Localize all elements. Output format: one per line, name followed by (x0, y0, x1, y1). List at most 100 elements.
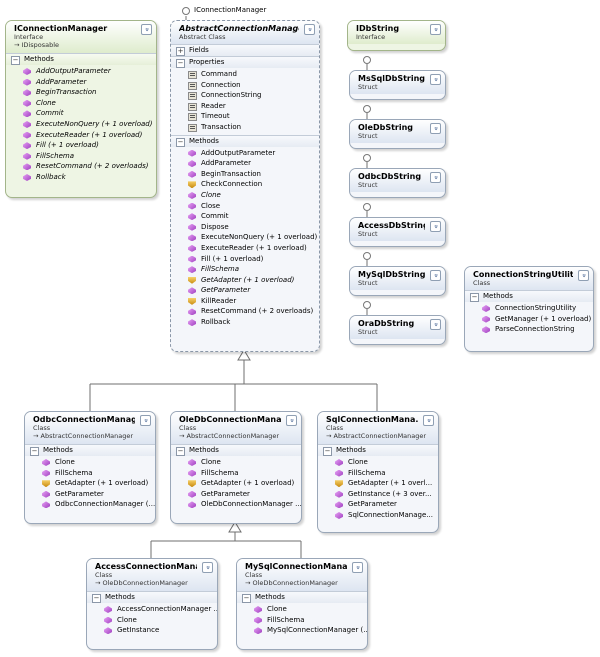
member-item[interactable]: KillReader (171, 296, 319, 307)
member-item[interactable]: Commit (6, 108, 156, 119)
collapse-icon[interactable]: − (176, 137, 185, 147)
member-item[interactable]: AddOutputParameter (6, 66, 156, 77)
member-item[interactable]: Rollback (6, 172, 156, 183)
member-item[interactable]: GetAdapter (+ 1 overl... (318, 478, 438, 489)
collapse-icon[interactable]: − (323, 447, 332, 456)
member-item[interactable]: FillSchema (25, 468, 155, 479)
collapse-chevron-icon[interactable]: » (430, 24, 441, 35)
collapse-chevron-icon[interactable]: » (304, 24, 315, 35)
member-item[interactable]: OleDbConnectionManager ... (171, 499, 301, 510)
collapse-chevron-icon[interactable]: » (202, 562, 213, 573)
member-item[interactable]: Command (171, 69, 319, 80)
member-item[interactable]: CheckConnection (171, 179, 319, 190)
member-item[interactable]: ExecuteNonQuery (+ 1 overload) (171, 232, 319, 243)
collapse-icon[interactable]: − (242, 594, 251, 603)
section-header[interactable]: −Properties (171, 57, 319, 68)
collapse-chevron-icon[interactable]: » (352, 562, 363, 573)
member-item[interactable]: ConnectionStringUtility (465, 303, 593, 314)
section-header[interactable]: −Methods (6, 54, 156, 65)
member-item[interactable]: Clone (171, 190, 319, 201)
member-item[interactable]: BeginTransaction (6, 87, 156, 98)
member-item[interactable]: GetInstance (87, 625, 217, 636)
collapse-icon[interactable]: − (176, 447, 185, 456)
collapse-chevron-icon[interactable]: » (430, 319, 441, 330)
member-item[interactable]: ResetCommand (+ 2 overloads) (6, 161, 156, 172)
member-item[interactable]: FillSchema (171, 264, 319, 275)
member-item[interactable]: BeginTransaction (171, 169, 319, 180)
collapse-chevron-icon[interactable]: » (430, 74, 441, 85)
member-item[interactable]: GetParameter (171, 285, 319, 296)
collapse-icon[interactable]: − (176, 59, 185, 68)
member-item[interactable]: Fill (+ 1 overload) (6, 140, 156, 151)
member-item[interactable]: GetManager (+ 1 overload) (465, 314, 593, 325)
member-item[interactable]: Clone (318, 457, 438, 468)
collapse-chevron-icon[interactable]: » (423, 415, 434, 426)
member-item[interactable]: ExecuteReader (+ 1 overload) (171, 243, 319, 254)
member-item[interactable]: GetAdapter (+ 1 overload) (25, 478, 155, 489)
member-item[interactable]: Dispose (171, 222, 319, 233)
class-box-sql[interactable]: SqlConnectionMana...Class→ AbstractConne… (317, 411, 439, 533)
expand-icon[interactable]: + (176, 47, 185, 56)
collapse-chevron-icon[interactable]: » (578, 270, 589, 281)
member-item[interactable]: Commit (171, 211, 319, 222)
collapse-icon[interactable]: − (30, 447, 39, 456)
member-item[interactable]: ExecuteReader (+ 1 overload) (6, 130, 156, 141)
member-item[interactable]: Clone (87, 615, 217, 626)
member-item[interactable]: AddParameter (6, 77, 156, 88)
collapse-chevron-icon[interactable]: » (430, 221, 441, 232)
member-item[interactable]: Transaction (171, 122, 319, 133)
collapse-chevron-icon[interactable]: » (286, 415, 297, 426)
member-item[interactable]: FillSchema (6, 151, 156, 162)
section-header[interactable]: −Methods (87, 592, 217, 603)
section-header[interactable]: +Fields (171, 45, 319, 56)
member-item[interactable]: Clone (6, 98, 156, 109)
member-item[interactable]: Close (171, 201, 319, 212)
collapse-chevron-icon[interactable]: » (430, 270, 441, 281)
member-item[interactable]: Clone (237, 604, 367, 615)
section-header[interactable]: −Methods (25, 445, 155, 456)
member-item[interactable]: GetParameter (171, 489, 301, 500)
member-item[interactable]: Fill (+ 1 overload) (171, 254, 319, 265)
collapse-chevron-icon[interactable]: » (140, 415, 151, 426)
member-item[interactable]: FillSchema (171, 468, 301, 479)
collapse-icon[interactable]: − (470, 293, 479, 302)
member-item[interactable]: FillSchema (237, 615, 367, 626)
member-item[interactable]: ParseConnectionString (465, 324, 593, 335)
member-item[interactable]: Rollback (171, 317, 319, 328)
member-item[interactable]: GetParameter (318, 499, 438, 510)
class-box-access[interactable]: AccessConnectionManagerClass→ OleDbConne… (86, 558, 218, 650)
member-item[interactable]: Clone (25, 457, 155, 468)
member-item[interactable]: AddParameter (171, 158, 319, 169)
collapse-icon[interactable]: − (92, 594, 101, 603)
member-item[interactable]: AddOutputParameter (171, 148, 319, 159)
member-item[interactable]: ConnectionString (171, 90, 319, 101)
member-item[interactable]: Connection (171, 80, 319, 91)
section-header[interactable]: −Methods (237, 592, 367, 603)
member-item[interactable]: OdbcConnectionManager (... (25, 499, 155, 510)
member-item[interactable]: GetAdapter (+ 1 overload) (171, 275, 319, 286)
member-item[interactable]: Reader (171, 101, 319, 112)
member-item[interactable]: Timeout (171, 111, 319, 122)
member-item[interactable]: ExecuteNonQuery (+ 1 overload) (6, 119, 156, 130)
member-item[interactable]: MySqlConnectionManager (... (237, 625, 367, 636)
member-item[interactable]: ResetCommand (+ 2 overloads) (171, 306, 319, 317)
section-header[interactable]: −Methods (171, 445, 301, 456)
member-item[interactable]: SqlConnectionManage... (318, 510, 438, 521)
member-item[interactable]: GetAdapter (+ 1 overload) (171, 478, 301, 489)
section-header[interactable]: −Methods (171, 135, 319, 147)
collapse-icon[interactable]: − (11, 56, 20, 65)
collapse-chevron-icon[interactable]: » (430, 123, 441, 134)
class-box-mysql[interactable]: MySqlConnectionManagerClass→ OleDbConnec… (236, 558, 368, 650)
member-item[interactable]: AccessConnectionManager ... (87, 604, 217, 615)
